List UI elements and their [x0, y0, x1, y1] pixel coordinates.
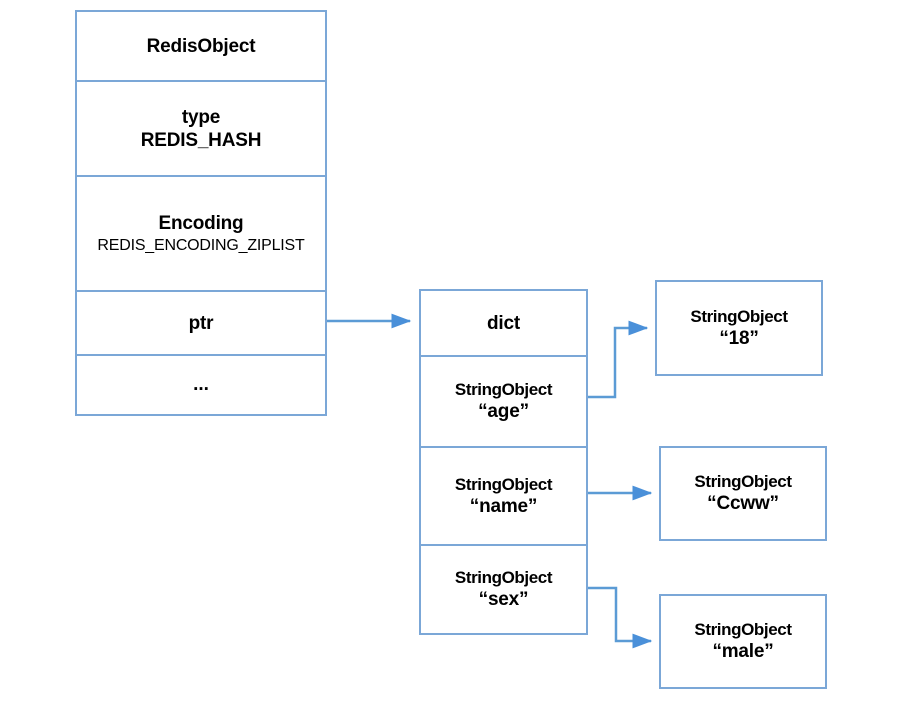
dict-key-sex-name: “sex” — [478, 589, 529, 610]
dict-title: dict — [487, 312, 520, 334]
redis-object-row-type: type REDIS_HASH — [77, 80, 325, 175]
string-object-male-node: StringObject “male” — [659, 594, 827, 689]
string-object-ccww-node: StringObject “Ccww” — [659, 446, 827, 541]
dict-key-age-type: StringObject — [454, 380, 553, 399]
redis-object-node: RedisObject type REDIS_HASH Encoding RED… — [75, 10, 327, 416]
redis-object-row-encoding: Encoding REDIS_ENCODING_ZIPLIST — [77, 175, 325, 290]
string-object-18-value: “18” — [719, 327, 759, 349]
dict-key-name-name: “name” — [469, 495, 538, 517]
dict-node: dict StringObject “age” StringObject “na… — [419, 289, 588, 635]
type-label: type — [181, 106, 221, 128]
string-object-male-type: StringObject — [694, 620, 792, 639]
string-object-18-body: StringObject “18” — [657, 282, 821, 374]
dict-key-name-type: StringObject — [454, 474, 553, 494]
type-value: REDIS_HASH — [140, 129, 262, 151]
dict-header: dict — [421, 291, 586, 355]
dict-key-name: StringObject “name” — [421, 446, 586, 544]
dict-key-age-name: “age” — [478, 401, 529, 422]
dict-key-sex: StringObject “sex” — [421, 544, 586, 633]
string-object-ccww-value: “Ccww” — [707, 493, 779, 514]
dict-key-sex-type: StringObject — [454, 568, 553, 587]
string-object-18-type: StringObject — [690, 306, 788, 326]
dict-key-age: StringObject “age” — [421, 355, 586, 446]
connector-sex-to-male — [588, 586, 653, 649]
redis-object-title: RedisObject — [146, 35, 256, 57]
string-object-ccww-type: StringObject — [694, 472, 792, 491]
encoding-value: REDIS_ENCODING_ZIPLIST — [97, 236, 305, 254]
string-object-male-body: StringObject “male” — [661, 596, 825, 687]
redis-object-header: RedisObject — [77, 12, 325, 80]
string-object-18-node: StringObject “18” — [655, 280, 823, 376]
more-label: ... — [193, 374, 209, 395]
encoding-label: Encoding — [158, 212, 244, 234]
ptr-label: ptr — [188, 312, 214, 334]
redis-object-row-ptr: ptr — [77, 290, 325, 354]
redis-object-row-more: ... — [77, 354, 325, 414]
connector-age-to-18 — [588, 320, 649, 399]
string-object-ccww-body: StringObject “Ccww” — [661, 448, 825, 539]
string-object-male-value: “male” — [712, 641, 774, 662]
